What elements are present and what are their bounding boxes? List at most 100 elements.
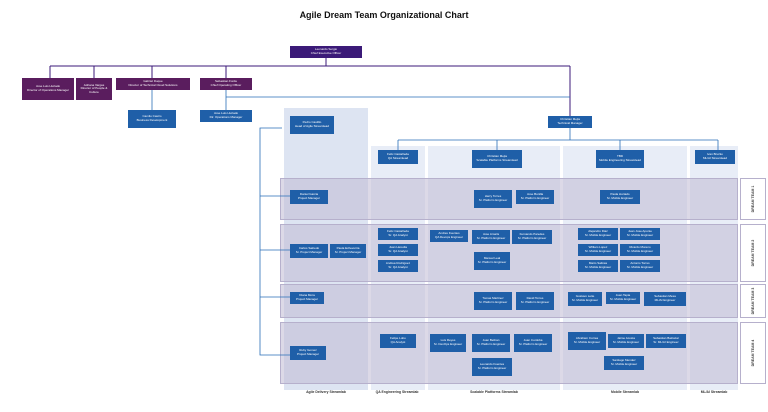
- box-text: QA Devops Engineer: [434, 235, 464, 239]
- box-text: Sr. Platform Engineer: [518, 342, 548, 346]
- box-text: Andrea Rodriguez: [385, 261, 411, 266]
- box-text: Abraham Correa: [575, 336, 599, 341]
- box-text: Sr. DevOps Engineer: [433, 342, 463, 346]
- box-text: Director of Technical Cloud Solutions: [128, 83, 178, 87]
- box-text: Scalable Platforms Streamlead: [476, 158, 518, 162]
- box-text: Leonardo Fuentes: [479, 362, 505, 367]
- streamlab-footer: Agile Delivery Streamlab: [306, 390, 346, 394]
- box-text: Gabriel Duque: [143, 79, 163, 84]
- box-text: Juan Heredia: [389, 245, 407, 250]
- box-text: Sr. Mobile Engineer: [610, 362, 638, 366]
- ceo-box[interactable]: Leonardo Sergio Chief Executive Officer: [290, 46, 362, 58]
- box-text: Juan Beltran: [482, 338, 500, 343]
- box-text: Sr. Platform Engineer: [520, 196, 550, 200]
- box-text: Director of Operations Manager: [26, 88, 70, 92]
- box-text: Fernando Paredes: [519, 232, 545, 237]
- box-text: Mobile Engineering Streamlead: [599, 158, 641, 162]
- box-text: Antonio Torres: [630, 261, 650, 266]
- box-text: Andres Fuentes: [438, 231, 460, 236]
- box-text: Sr. QA Analyst: [388, 249, 408, 253]
- box-text: Sr. QA Analyst: [388, 233, 408, 237]
- box-text: Ricardo Moreno: [629, 245, 651, 250]
- box-text: QA Streamlead: [387, 156, 409, 160]
- box-text: Juan Cordoba: [523, 338, 543, 343]
- box-text: Sr. Mobile Engineer: [584, 233, 612, 237]
- box-text: Juan Jose Aponte: [628, 229, 652, 234]
- box-text: Sebastian Mesa: [654, 294, 676, 299]
- box-text: Sebastian Balcazar: [653, 336, 679, 341]
- dream-team-label: DREAM TEAM 3: [740, 284, 766, 318]
- box-text: Sebastian Forde: [214, 79, 237, 84]
- ceo-name: Leonardo Sergio: [314, 47, 338, 52]
- box-text: Diana Mora: [299, 293, 315, 298]
- box-text: Jose Bonilla: [526, 192, 544, 197]
- box-text: Sr. Mobile Engineer: [573, 340, 601, 344]
- box-text: David Torres: [526, 296, 544, 301]
- box-text: Jose Luis Hurtado: [213, 111, 239, 116]
- dream-team-label: DREAM TEAM 1: [740, 178, 766, 220]
- streamlab-footer: QA Engineering Streamlab: [375, 390, 419, 394]
- box-text: Sr. Platform Engineer: [476, 342, 506, 346]
- box-text: Sr. Mobile Engineer: [626, 249, 654, 253]
- box-text: Ivan Bruzko: [707, 152, 723, 157]
- box-text: Sr. Platform Engineer: [520, 300, 550, 304]
- box-text: Dir. Operations Manager: [209, 115, 243, 119]
- box-text: Sr. Mobile Engineer: [626, 233, 654, 237]
- box-text: Felix Castañeda: [387, 152, 409, 157]
- box-text: Sr. Mobile Engineer: [626, 265, 654, 269]
- box-text: Project Manager: [296, 352, 319, 356]
- box-text: Project Manager: [295, 297, 318, 301]
- box-text: Director of People & Culture: [80, 86, 108, 94]
- box-text: Pedro Castillo: [302, 120, 322, 125]
- box-text: Jose Amaris: [482, 232, 500, 237]
